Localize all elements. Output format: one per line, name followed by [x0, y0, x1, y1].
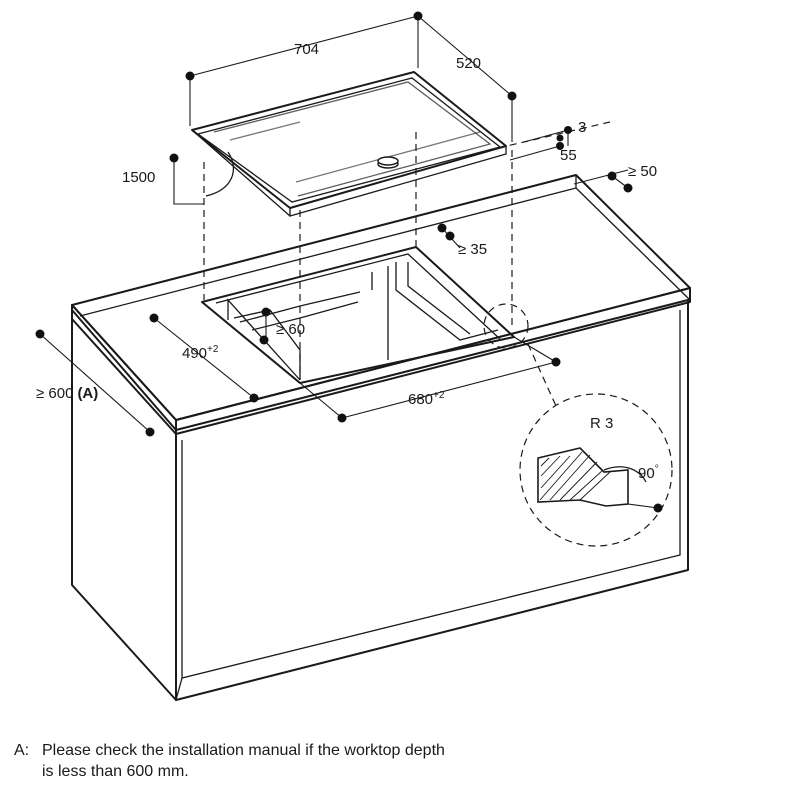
footnote: A: Please check the installation manual i…: [14, 740, 714, 782]
cutout-depth-label: 490+2: [182, 344, 219, 362]
hob-width-label: 704: [294, 41, 319, 58]
footnote-line-2: is less than 600 mm.: [42, 763, 189, 780]
cutout-width-label: 680+2: [408, 390, 445, 408]
dimension-labels: 704 520 1500 3 55 ≥ 50 ≥ 35 ≥ 60 490+2 6…: [36, 41, 659, 482]
hob-depth-label: 520: [456, 55, 481, 72]
footnote-key: A:: [14, 742, 30, 759]
hob-thickness-label: 3: [578, 119, 586, 136]
rear-clearance-label: ≥ 50: [628, 163, 657, 180]
cutout-rear-edge-label: ≥ 35: [458, 241, 487, 258]
dimension-lines: [35, 11, 633, 437]
projection-lines: [203, 121, 611, 380]
front-clearance-label: ≥ 60: [276, 321, 305, 338]
cable-length-label: 1500: [122, 169, 155, 186]
footnote-line-1: Please check the installation manual if …: [42, 742, 445, 759]
worktop-cutout: [201, 246, 515, 384]
hob-height-label: 55: [560, 147, 577, 164]
worktop-depth-label: ≥ 600(A): [36, 385, 98, 402]
edge-radius-label: R 3: [590, 415, 613, 432]
edge-angle-label: 90°: [638, 464, 659, 482]
base-cabinet: [71, 299, 689, 701]
cooktop: [191, 71, 507, 217]
worktop: [71, 174, 691, 435]
edge-detail-callout: [483, 303, 673, 547]
